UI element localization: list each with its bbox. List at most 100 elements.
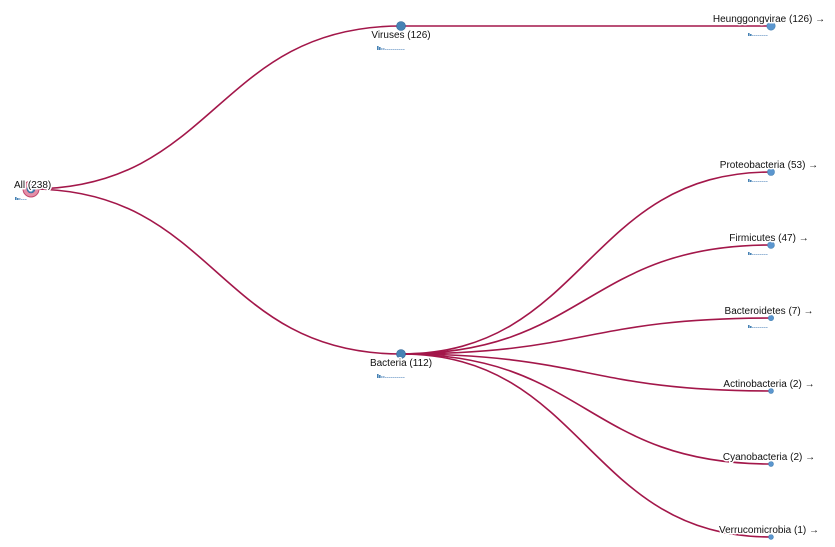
branch-node-sparkline-bacteria-bar <box>391 377 393 378</box>
branch-node-bacteria[interactable] <box>396 349 406 359</box>
link-bacteria-bacteroidetes <box>400 317 772 355</box>
root-node-sparkline-bar <box>25 199 27 200</box>
link-root-bacteria <box>30 188 402 355</box>
leaf-node-sparkline-heunggongvirae-bar <box>762 35 764 36</box>
branch-node-sparkline-viruses-bar <box>383 48 385 50</box>
leaf-node-sparkline-proteobacteria-bar <box>758 181 760 182</box>
branch-node-sparkline-viruses-bar <box>395 49 397 50</box>
leaf-node-sparkline-bacteroidetes-bar <box>750 326 752 328</box>
leaf-node-sparkline-bacteroidetes-bar <box>758 327 760 328</box>
link-bacteria-actinobacteria <box>400 353 772 392</box>
leaf-node-sparkline-firmicutes-bar <box>756 254 758 255</box>
leaf-node-firmicutes[interactable] <box>767 241 775 249</box>
leaf-node-sparkline-proteobacteria-bar <box>750 180 752 182</box>
leaf-node-sparkline-heunggongvirae-bar <box>752 35 754 36</box>
leaf-node-sparkline-bacteroidetes <box>748 325 768 328</box>
branch-node-sparkline-bacteria-bar <box>377 374 379 378</box>
root-node-sparkline-bar <box>21 199 23 200</box>
root-node-sparkline-bar <box>23 199 25 200</box>
links-layer <box>30 25 772 538</box>
leaf-node-sparkline-firmicutes-bar <box>762 254 764 255</box>
leaf-node-proteobacteria[interactable] <box>767 168 775 176</box>
link-bacteria-verrucomicrobia <box>400 353 772 538</box>
leaf-node-sparkline-firmicutes-bar <box>764 254 766 255</box>
leaf-node-actinobacteria[interactable] <box>768 388 774 394</box>
branch-node-sparkline-viruses-bar <box>389 49 391 50</box>
leaf-node-sparkline-proteobacteria-bar <box>756 181 758 182</box>
leaf-node-sparkline-proteobacteria <box>748 179 768 182</box>
root-node-sparkline <box>15 197 27 200</box>
branch-node-sparkline-bacteria-bar <box>379 375 381 378</box>
leaf-node-bacteroidetes[interactable] <box>768 315 774 321</box>
leaf-node-sparkline-proteobacteria-bar <box>766 181 768 182</box>
leaf-node-sparkline-heunggongvirae-bar <box>766 35 768 36</box>
nodes-layer <box>22 21 776 540</box>
leaf-node-sparkline-firmicutes-bar <box>748 252 750 255</box>
leaf-node-sparkline-firmicutes-bar <box>758 254 760 255</box>
link-bacteria-firmicutes <box>400 244 772 355</box>
leaf-node-sparkline-firmicutes-bar <box>754 254 756 255</box>
leaf-node-sparkline-proteobacteria-bar <box>760 181 762 182</box>
root-node-sparkline-bar <box>19 198 21 200</box>
link-root-viruses <box>30 25 402 190</box>
leaf-node-sparkline-firmicutes-bar <box>760 254 762 255</box>
leaf-node-sparkline-proteobacteria-bar <box>754 181 756 182</box>
leaf-node-sparkline-heunggongvirae-bar <box>756 35 758 36</box>
branch-node-sparkline-bacteria-bar <box>387 377 389 378</box>
leaf-node-sparkline-heunggongvirae-bar <box>764 35 766 36</box>
leaf-node-sparkline-bacteroidetes-bar <box>762 327 764 328</box>
root-node-sparkline-bar <box>17 198 19 200</box>
branch-node-sparkline-bacteria <box>377 374 405 378</box>
branch-node-label-bacteria: Bacteria (112) <box>370 358 432 369</box>
leaf-node-sparkline-bacteroidetes-bar <box>766 327 768 328</box>
branch-node-sparkline-bacteria-bar <box>389 377 391 378</box>
link-bacteria-cyanobacteria <box>400 353 772 465</box>
branch-node-sparkline-bacteria-bar <box>403 377 405 378</box>
branch-node-sparkline-viruses-bar <box>403 49 405 50</box>
leaf-node-sparkline-bacteroidetes-bar <box>756 327 758 328</box>
leaf-node-label-cyanobacteria: Cyanobacteria (2) → <box>723 452 815 463</box>
branch-node-viruses[interactable] <box>396 21 406 31</box>
labels-layer: All (238)Viruses (126)Heunggongvirae (12… <box>13 13 827 538</box>
leaf-node-sparkline-heunggongvirae <box>748 33 768 36</box>
branch-node-sparkline-bacteria-bar <box>397 377 399 378</box>
leaf-node-sparkline-firmicutes-bar <box>752 254 754 255</box>
leaf-node-cyanobacteria[interactable] <box>768 461 774 467</box>
leaf-node-label-heunggongvirae: Heunggongvirae (126) → <box>713 14 825 25</box>
branch-node-sparkline-bacteria-bar <box>399 377 401 378</box>
branch-node-sparkline-bacteria-bar <box>393 377 395 378</box>
leaf-node-label-proteobacteria: Proteobacteria (53) → <box>720 160 818 171</box>
branch-node-sparkline-viruses-bar <box>397 49 399 50</box>
branch-node-sparkline-viruses-bar <box>401 49 403 50</box>
leaf-node-sparkline-bacteroidetes-bar <box>754 327 756 328</box>
leaf-node-verrucomicrobia[interactable] <box>768 534 774 540</box>
link-bacteria-proteobacteria <box>400 171 772 355</box>
leaf-node-heunggongvirae[interactable] <box>766 21 776 31</box>
leaf-node-sparkline-heunggongvirae-bar <box>760 35 762 36</box>
leaf-node-sparkline-bacteroidetes-bar <box>752 327 754 328</box>
leaf-node-sparkline-proteobacteria-bar <box>748 179 750 182</box>
leaf-node-label-firmicutes: Firmicutes (47) → <box>729 233 808 244</box>
leaf-node-label-bacteroidetes: Bacteroidetes (7) → <box>725 306 814 317</box>
leaf-node-sparkline-proteobacteria-bar <box>752 181 754 182</box>
leaf-node-sparkline-bacteroidetes-bar <box>764 327 766 328</box>
root-node[interactable] <box>26 184 36 194</box>
leaf-node-sparkline-proteobacteria-bar <box>764 181 766 182</box>
leaf-node-sparkline-proteobacteria-bar <box>762 181 764 182</box>
leaf-node-sparkline-heunggongvirae-bar <box>758 35 760 36</box>
branch-node-label-viruses: Viruses (126) <box>371 30 430 41</box>
branch-node-sparkline-bacteria-bar <box>381 376 383 378</box>
marks-layer <box>15 33 768 378</box>
leaf-node-sparkline-heunggongvirae-bar <box>754 35 756 36</box>
branch-node-sparkline-viruses-bar <box>387 49 389 50</box>
branch-node-sparkline-bacteria-bar <box>383 376 385 378</box>
branch-node-sparkline-viruses-bar <box>393 49 395 50</box>
branch-node-sparkline-viruses <box>377 46 405 50</box>
branch-node-sparkline-bacteria-bar <box>395 377 397 378</box>
branch-node-sparkline-viruses-bar <box>377 46 379 50</box>
leaf-node-label-verrucomicrobia: Verrucomicrobia (1) → <box>719 525 819 536</box>
branch-node-sparkline-bacteria-bar <box>385 377 387 378</box>
leaf-node-sparkline-firmicutes-bar <box>766 254 768 255</box>
leaf-node-label-actinobacteria: Actinobacteria (2) → <box>723 379 814 390</box>
